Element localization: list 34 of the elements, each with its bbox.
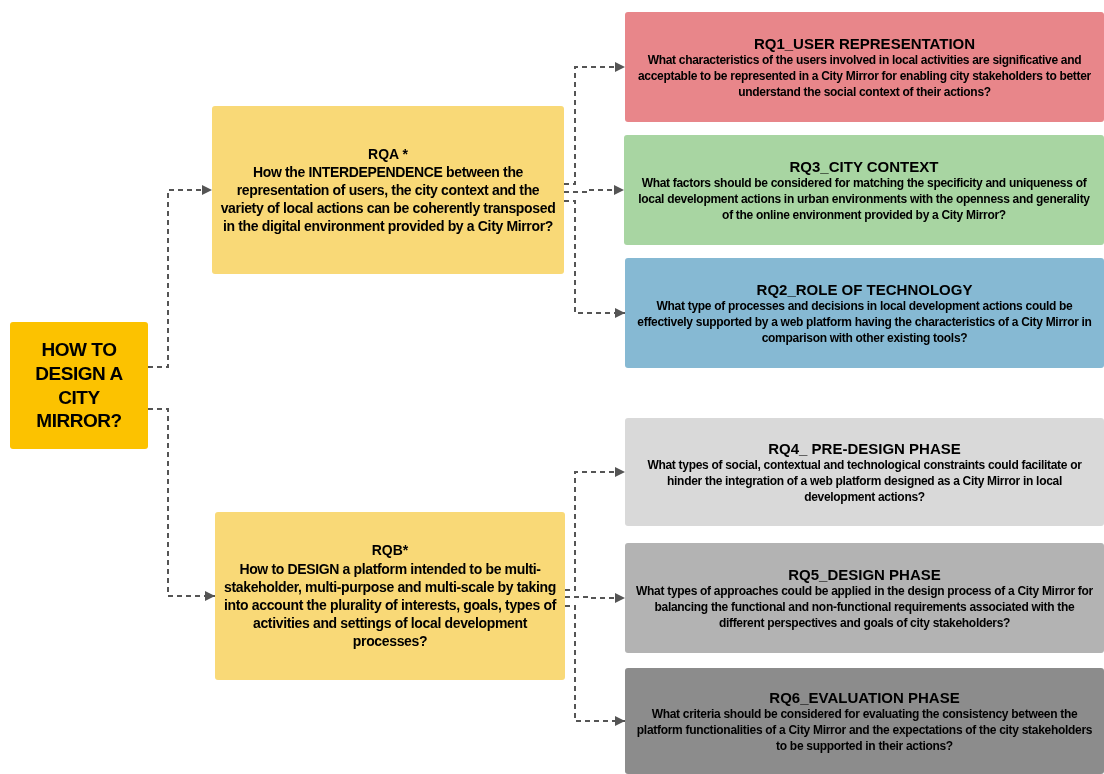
question-heading: RQ6_EVALUATION PHASE (769, 687, 960, 708)
sub-question-box (625, 668, 1104, 774)
question-text: What characteristics of the users involved in local activities are significative and acceptable to be represented in a City Mirror for enabling city stakeholders to better understand the social context of their actions? (637, 53, 1092, 101)
question-heading: RQ5_DESIGN PHASE (788, 564, 941, 585)
dashed-arrow (147, 185, 213, 368)
research-question-box (212, 106, 564, 274)
question-heading: RQA * (368, 144, 408, 163)
dashed-arrow (564, 593, 626, 603)
sub-question-box (625, 258, 1104, 368)
question-text: What types of social, contextual and technological constraints could facilitate or hinder the integration of a web platform designed as a City Mirror in local development actions? (646, 458, 1083, 506)
question-heading: RQB* (371, 541, 409, 560)
sub-question-box (625, 543, 1104, 653)
dashed-arrow (563, 185, 625, 195)
dashed-arrow (564, 467, 626, 591)
dashed-arrow (563, 200, 626, 318)
question-text: How to DESIGN a platform intended to be multi-stakeholder, multi-purpose and multi-scale by taking into account the plurality of interests, goals, types of activities and settings of local development processes? (223, 559, 557, 651)
question-heading: RQ4_ PRE-DESIGN PHASE (768, 438, 961, 459)
question-text: What types of approaches could be applied in the design process of a City Mirror for balancing the functional and non-functional requirements associated with the different perspectives and goals of city stakeholders? (635, 584, 1094, 632)
question-heading: RQ1_USER REPRESENTATION (753, 33, 976, 54)
research-question-box (215, 512, 565, 680)
sub-question-box (624, 135, 1104, 245)
question-text: How the INTERDEPENDENCE between the representation of users, the city context and the variety of local actions can be coherently transposed in the digital environment provided by a City Mirror? (220, 162, 556, 236)
dashed-arrow (147, 408, 216, 601)
dashed-arrow (564, 605, 626, 726)
question-text: What criteria should be considered for evaluating the consistency between the platform functionalities of a City Mirror and the expectations of the city stakeholders to be supported in their actions? (635, 707, 1094, 755)
question-heading: RQ2_ROLE OF TECHNOLOGY (756, 279, 973, 300)
main-question-box (10, 322, 148, 449)
question-text: What type of processes and decisions in local development actions could be effectively supported by a web platform having the characteristics of a City Mirror in comparison with other existing tools? (636, 299, 1093, 347)
sub-question-box (625, 418, 1104, 526)
dashed-arrow (563, 62, 626, 185)
question-heading: RQ3_CITY CONTEXT (789, 156, 939, 177)
question-text: What factors should be considered for matching the specificity and uniqueness of local development actions in urban environments with the openness and generality of the online environment provided by a City Mirror? (637, 176, 1091, 224)
main-question: HOW TO DESIGN A CITY MIRROR? (34, 338, 124, 433)
sub-question-box (625, 12, 1104, 122)
